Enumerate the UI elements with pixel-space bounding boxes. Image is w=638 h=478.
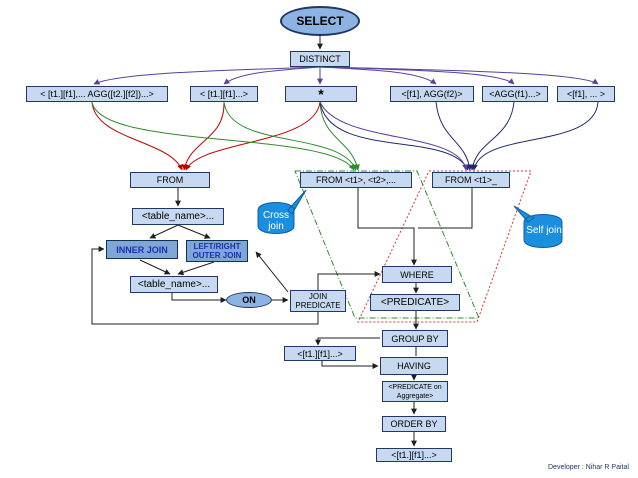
outer-join-node: LEFT/RIGHT OUTER JOIN: [186, 240, 248, 262]
group-cols-label: <[t1.][f1]...>: [297, 348, 343, 359]
developer-credit: Developer : Nihar R Paital: [548, 464, 629, 471]
developer-credit-label: Developer : Nihar R Paital: [548, 464, 629, 471]
order-cols-node: <[t1.][f1]...>: [376, 448, 452, 462]
col-agg-join-node: < [t1.][f1],... AGG([t2.][f2])...>: [26, 86, 168, 102]
predicate-label: <PREDICATE>: [380, 296, 450, 308]
on-label: ON: [242, 295, 256, 305]
from-cross-node: FROM <t1>, <t2>,...: [300, 172, 412, 188]
order-by-label: ORDER BY: [390, 419, 438, 429]
table-name-node: <table_name>...: [132, 208, 224, 225]
order-by-node: ORDER BY: [382, 416, 446, 432]
predicate-node: <PREDICATE>: [370, 294, 460, 311]
on-node: ON: [226, 292, 272, 308]
having-predicate-label: <PREDICATE on Aggregate>: [388, 383, 450, 400]
col-list-label: < [t1.][f1]...>: [199, 89, 249, 99]
cross-join-region: [294, 170, 480, 319]
table-name-2-node: <table_name>...: [130, 276, 218, 293]
inner-join-node: INNER JOIN: [106, 240, 178, 259]
cross-join-callout-label: Cross join: [262, 210, 290, 232]
select-label: SELECT: [296, 14, 344, 28]
table-name-2-label: <table_name>...: [137, 278, 211, 290]
f-list-node: <[f1], ... >: [557, 86, 615, 102]
cross-join-callout-shape: [257, 189, 307, 234]
self-join-callout-shape: [513, 205, 563, 248]
inner-join-label: INNER JOIN: [116, 244, 168, 255]
join-predicate-label: JOIN PREDICATE: [295, 292, 341, 310]
join-predicate-node: JOIN PREDICATE: [290, 290, 346, 312]
having-label: HAVING: [397, 361, 431, 371]
select-node: SELECT: [280, 6, 360, 36]
from-self-label: FROM <t1>_: [444, 175, 498, 185]
star-node: *: [285, 86, 357, 102]
from-node: FROM: [130, 172, 210, 188]
agg-only-node: <AGG(f1)...>: [482, 86, 548, 102]
distinct-label: DISTINCT: [299, 54, 341, 64]
distinct-node: DISTINCT: [290, 51, 350, 67]
agg-only-label: <AGG(f1)...>: [489, 89, 541, 99]
col-agg-join-label: < [t1.][f1],... AGG([t2.][f2])...>: [40, 89, 154, 99]
from-cross-label: FROM <t1>, <t2>,...: [315, 175, 397, 185]
cross-join-callout: Cross join: [258, 210, 294, 232]
star-label: *: [318, 86, 324, 102]
from-self-node: FROM <t1>_: [432, 172, 510, 188]
order-cols-label: <[t1.][f1]...>: [391, 450, 437, 460]
where-label: WHERE: [400, 269, 434, 280]
col-list-node: < [t1.][f1]...>: [190, 86, 258, 102]
col-agg-node: <[f1], AGG(f2)>: [390, 86, 474, 102]
having-predicate-node: <PREDICATE on Aggregate>: [382, 381, 448, 402]
group-cols-node: <[t1.][f1]...>: [284, 346, 356, 361]
self-join-callout-label: Self join: [526, 225, 562, 236]
where-node: WHERE: [382, 266, 452, 283]
from-label: FROM: [156, 175, 184, 185]
f-list-label: <[f1], ... >: [566, 89, 606, 99]
group-by-label: GROUP BY: [391, 333, 439, 344]
group-by-node: GROUP BY: [382, 330, 448, 347]
self-join-callout: Self join: [526, 225, 562, 236]
outer-join-label: LEFT/RIGHT OUTER JOIN: [192, 242, 242, 260]
col-agg-label: <[f1], AGG(f2)>: [401, 89, 463, 99]
having-node: HAVING: [380, 357, 448, 375]
self-join-region: [357, 170, 532, 323]
table-name-label: <table_name>...: [141, 210, 215, 222]
